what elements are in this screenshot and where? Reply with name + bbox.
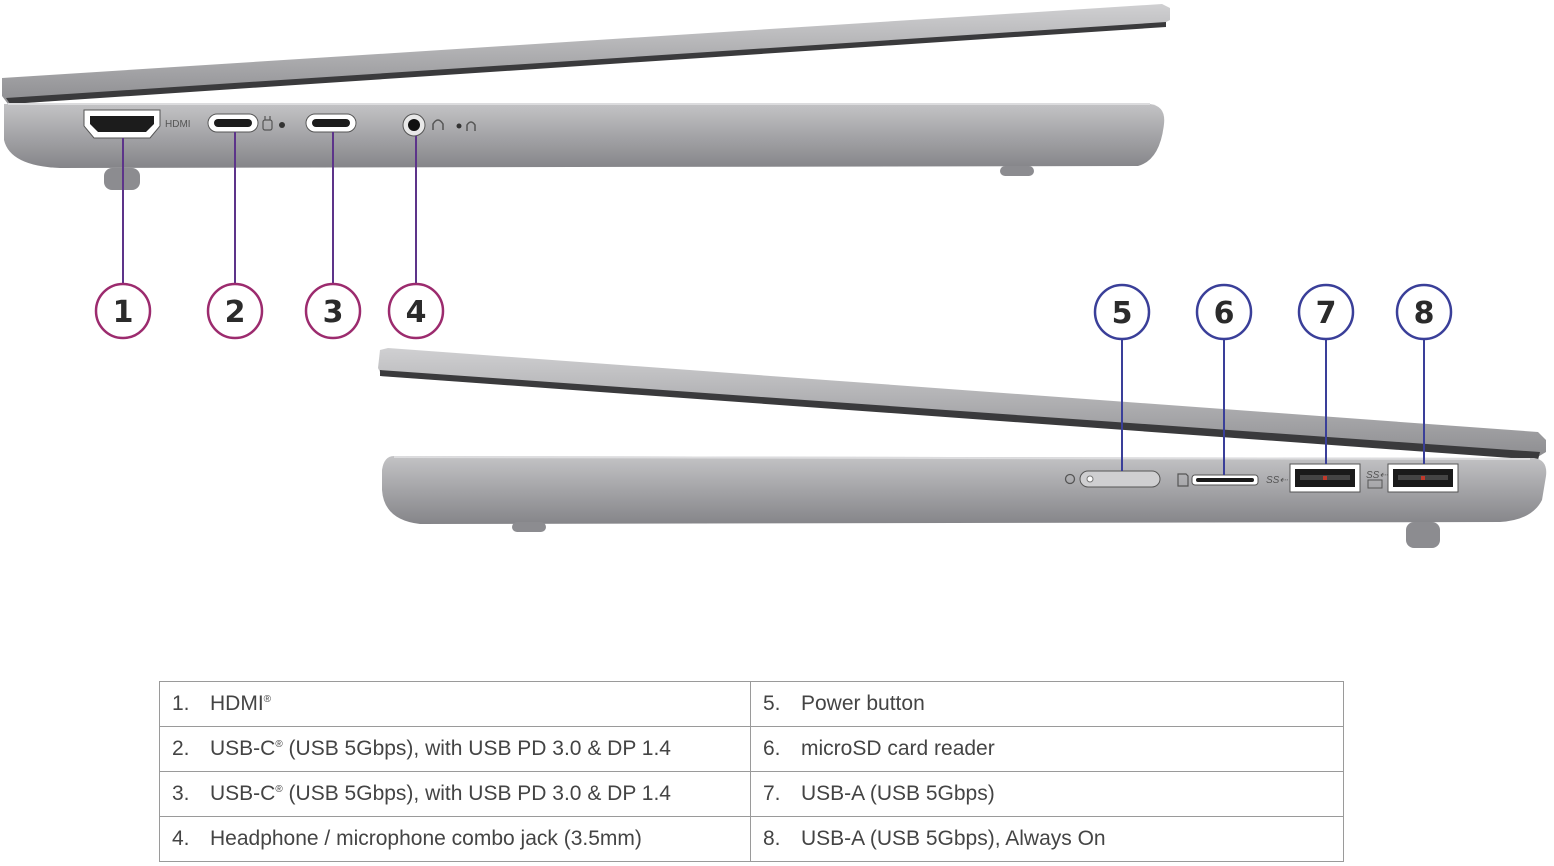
port-cell-4: 4. Headphone / microphone combo jack (3.5… xyxy=(159,816,751,862)
superspeed-icon: SS⇠ xyxy=(1266,475,1288,486)
callout-2: 2 xyxy=(206,282,264,340)
port-number: 4. xyxy=(172,827,190,850)
laptop-right-side: SS⇠ SS⇠ 5 6 7 xyxy=(378,283,1547,548)
callout-5: 5 xyxy=(1093,283,1151,341)
callout-8-number: 8 xyxy=(1414,296,1435,331)
callout-3: 3 xyxy=(304,282,362,340)
mic-led-icon xyxy=(456,123,462,129)
port-name: HDMI xyxy=(210,692,264,715)
callout-8: 8 xyxy=(1395,283,1453,341)
port-number: 6. xyxy=(763,737,781,760)
ports-diagram: HDMI xyxy=(2,4,1547,548)
usb-a-port-1: SS⇠ xyxy=(1266,463,1361,493)
port-name: Headphone / microphone combo jack (3.5mm… xyxy=(210,827,642,850)
power-icon xyxy=(1064,473,1076,485)
callout-1: 1 xyxy=(94,282,152,340)
port-number: 1. xyxy=(172,692,190,715)
headset-icon xyxy=(432,119,444,130)
port-name: USB-A (USB 5Gbps), Always On xyxy=(801,827,1106,850)
hdmi-label: HDMI xyxy=(165,119,191,130)
port-number: 7. xyxy=(763,782,781,805)
laptop-left-side: HDMI xyxy=(2,4,1170,340)
table-row: 1. HDMI® 5. Power button xyxy=(159,681,1344,727)
port-cell-5: 5. Power button xyxy=(750,681,1344,727)
port-cell-6: 6. microSD card reader xyxy=(750,726,1344,772)
port-detail: (USB 5Gbps), with USB PD 3.0 & DP 1.4 xyxy=(282,737,671,760)
power-button xyxy=(1064,470,1161,488)
sd-card-icon xyxy=(1177,473,1189,487)
port-number: 8. xyxy=(763,827,781,850)
power-delivery-icon xyxy=(262,116,273,131)
port-number: 3. xyxy=(172,782,190,805)
port-number: 2. xyxy=(172,737,190,760)
port-detail: (USB 5Gbps), with USB PD 3.0 & DP 1.4 xyxy=(282,782,671,805)
charge-led-icon xyxy=(279,122,285,128)
callout-3-number: 3 xyxy=(323,295,344,330)
callout-5-number: 5 xyxy=(1112,296,1133,331)
hdmi-port: HDMI xyxy=(83,109,191,139)
table-row: 2. USB-C® (USB 5Gbps), with USB PD 3.0 & … xyxy=(159,726,1344,772)
right-lid xyxy=(378,348,1546,458)
right-base xyxy=(382,456,1547,524)
callout-6-number: 6 xyxy=(1214,296,1235,331)
audio-jack xyxy=(402,113,476,137)
port-name: microSD card reader xyxy=(801,737,995,760)
registered-mark: ® xyxy=(275,739,283,750)
port-name: USB-C xyxy=(210,737,276,760)
port-cell-1: 1. HDMI® xyxy=(159,681,751,727)
callout-7-number: 7 xyxy=(1316,296,1337,331)
callout-4-number: 4 xyxy=(406,295,427,330)
port-cell-2: 2. USB-C® (USB 5Gbps), with USB PD 3.0 & … xyxy=(159,726,751,772)
callout-2-number: 2 xyxy=(225,295,246,330)
left-foot-rear xyxy=(1000,166,1034,176)
callout-4: 4 xyxy=(387,282,445,340)
table-row: 4. Headphone / microphone combo jack (3.5… xyxy=(159,816,1344,862)
port-cell-7: 7. USB-A (USB 5Gbps) xyxy=(750,771,1344,817)
usb-c-port-1 xyxy=(207,113,285,133)
port-cell-3: 3. USB-C® (USB 5Gbps), with USB PD 3.0 & … xyxy=(159,771,751,817)
usb-a-port-2: SS⇠ xyxy=(1366,463,1459,493)
left-lid xyxy=(2,4,1170,104)
ports-table: 1.HDMI® 5.Power button 2.USB-C® (USB 5Gb… xyxy=(159,681,1344,862)
mic-icon xyxy=(466,121,476,131)
superspeed-charge-icon: SS⇠ xyxy=(1366,470,1388,481)
left-base xyxy=(4,104,1165,168)
port-name: USB-C xyxy=(210,782,276,805)
registered-mark: ® xyxy=(275,784,283,795)
callout-1-number: 1 xyxy=(113,295,134,330)
microsd-slot xyxy=(1177,473,1259,487)
port-cell-8: 8. USB-A (USB 5Gbps), Always On xyxy=(750,816,1344,862)
right-foot-front xyxy=(1406,522,1440,548)
port-number: 5. xyxy=(763,692,781,715)
callout-6: 6 xyxy=(1195,283,1253,341)
registered-mark: ® xyxy=(263,694,272,705)
callout-7: 7 xyxy=(1297,283,1355,341)
port-name: Power button xyxy=(801,692,925,715)
port-name: USB-A (USB 5Gbps) xyxy=(801,782,995,805)
table-row: 3. USB-C® (USB 5Gbps), with USB PD 3.0 & … xyxy=(159,771,1344,817)
usb-c-port-2 xyxy=(305,113,357,133)
right-foot-rear xyxy=(512,522,546,532)
